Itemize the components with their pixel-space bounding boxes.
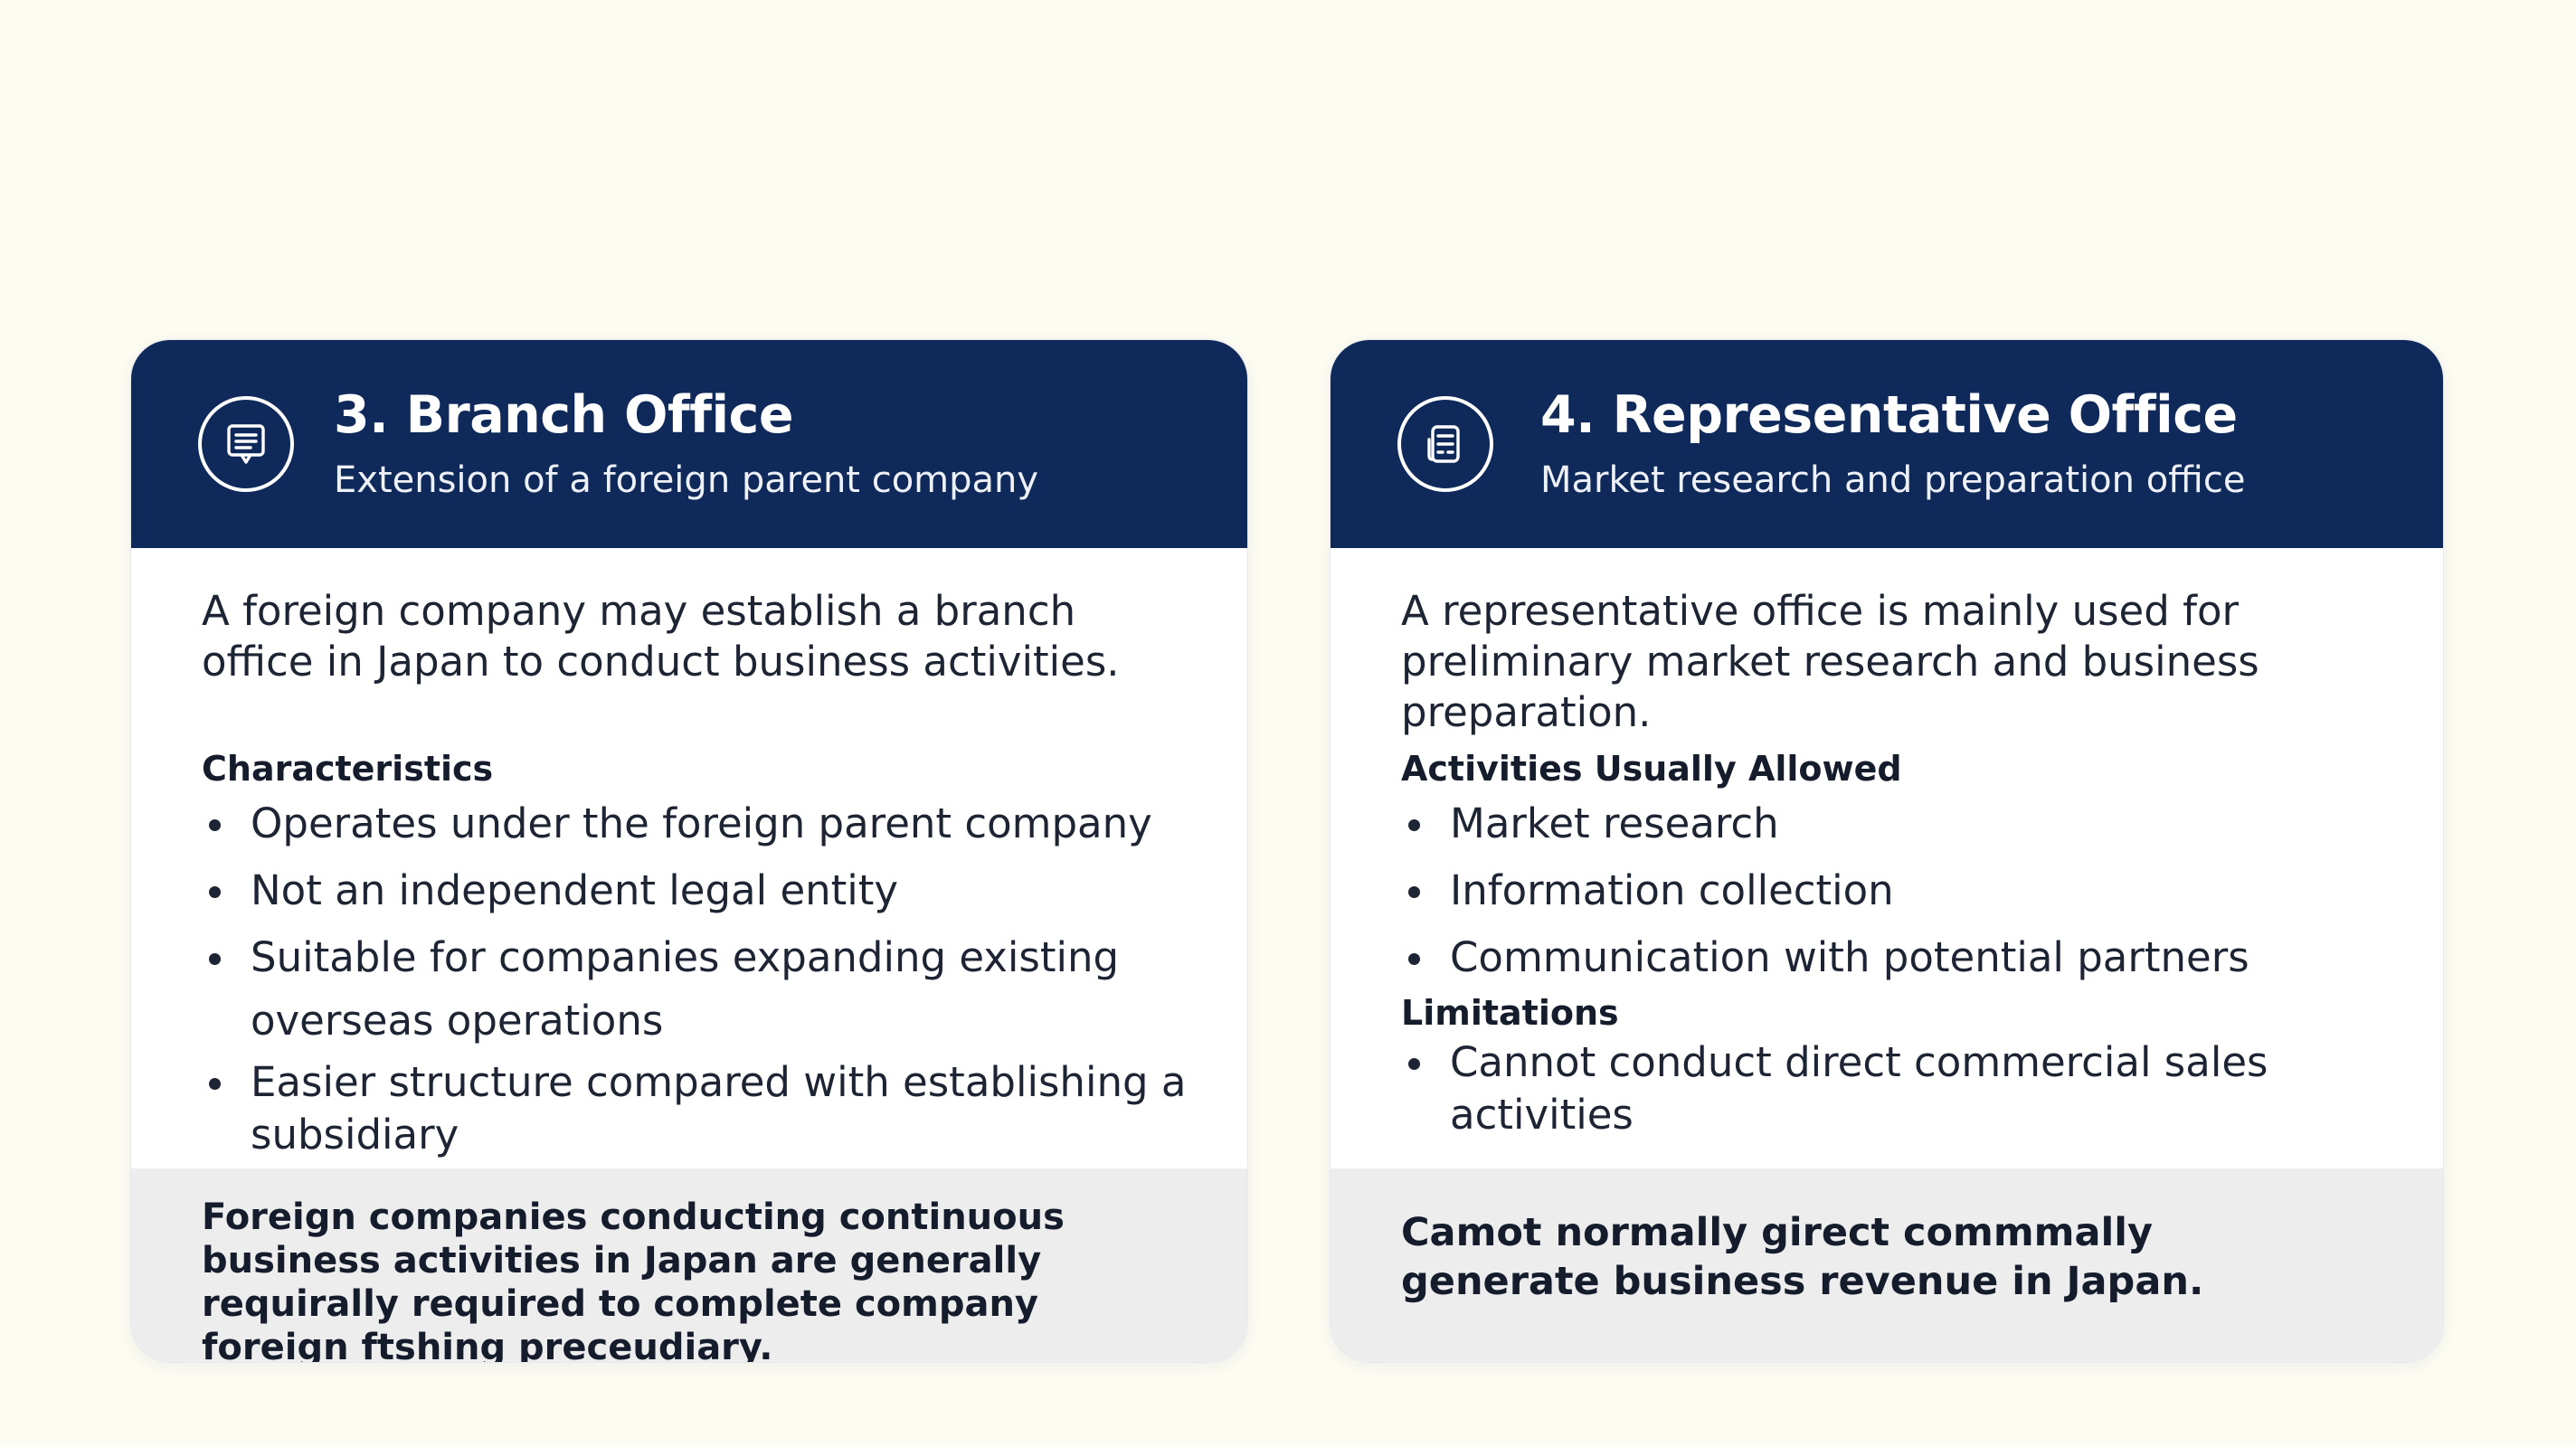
representative-office-subtitle: Market research and preparation office xyxy=(1540,459,2246,501)
document-stack-icon xyxy=(1397,396,1493,492)
list-item: Cannot conduct direct commercial sales a… xyxy=(1401,1036,2360,1141)
branch-office-title: 3. Branch Office xyxy=(334,385,794,445)
branch-office-header: 3. Branch Office Extension of a foreign … xyxy=(131,340,1247,548)
list-item: Operates under the foreign parent compan… xyxy=(202,792,1211,856)
list-item: Not an independent legal entity xyxy=(202,859,1211,922)
chat-bubble-icon xyxy=(198,396,294,492)
limitations-list: Cannot conduct direct commercial sales a… xyxy=(1401,1036,2407,1145)
activities-list: Market research Information collection C… xyxy=(1401,792,2407,993)
branch-office-body: A foreign company may establish a branch… xyxy=(202,586,1211,687)
list-item: Easier structure compared with establish… xyxy=(202,1056,1188,1161)
branch-office-subtitle: Extension of a foreign parent company xyxy=(334,459,1039,501)
representative-office-card: 4. Representative Office Market research… xyxy=(1330,339,2444,1363)
list-item: Information collection xyxy=(1401,859,2407,922)
branch-office-footer-text: Foreign companies conducting continuous … xyxy=(202,1196,1065,1363)
representative-office-title: 4. Representative Office xyxy=(1540,385,2238,445)
limitations-heading: Limitations xyxy=(1401,993,1619,1033)
representative-office-body: A representative office is mainly used f… xyxy=(1401,586,2407,738)
representative-office-footer-text: Camot normally girect commmally generate… xyxy=(1401,1210,2204,1304)
list-item: Communication with potential partners xyxy=(1401,926,2407,989)
representative-office-intro: A representative office is mainly used f… xyxy=(1401,587,2259,736)
characteristics-list: Operates under the foreign parent compan… xyxy=(202,792,1211,1165)
list-item: Market research xyxy=(1401,792,2407,856)
activities-heading: Activities Usually Allowed xyxy=(1401,749,1902,789)
characteristics-heading: Characteristics xyxy=(202,749,494,789)
representative-office-footer: Camot normally girect commmally generate… xyxy=(1331,1168,2443,1362)
list-item: Suitable for companies expanding existin… xyxy=(202,926,1124,1053)
branch-office-card: 3. Branch Office Extension of a foreign … xyxy=(130,339,1248,1363)
representative-office-header: 4. Representative Office Market research… xyxy=(1331,340,2443,548)
branch-office-intro: A foreign company may establish a branch… xyxy=(202,587,1120,686)
branch-office-footer: Foreign companies conducting continuous … xyxy=(131,1168,1247,1362)
